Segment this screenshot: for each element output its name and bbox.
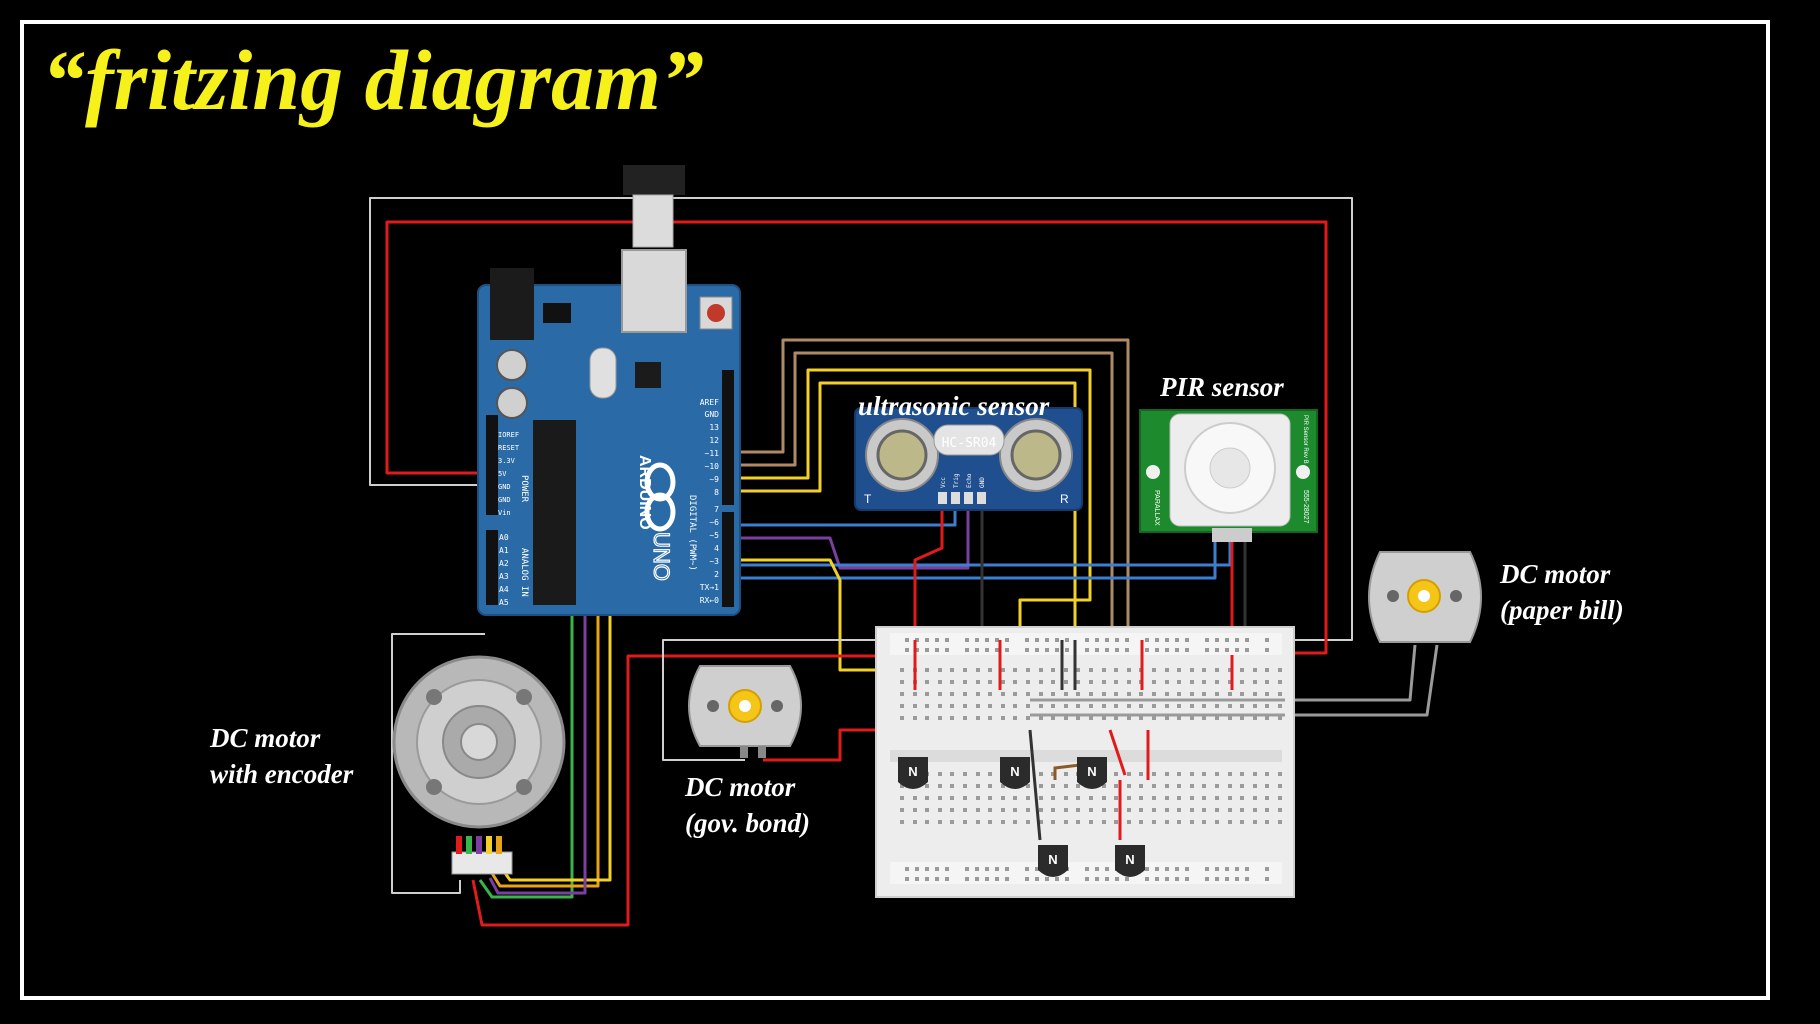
breadboard-jumpers — [913, 640, 1285, 841]
power-header-label: POWER — [519, 475, 529, 503]
analog-pin-label: A4 — [499, 585, 509, 594]
pir-side-left: PARALLAX — [1153, 490, 1160, 526]
digital-pin-label: ~9 — [709, 475, 719, 484]
breadboard-holes — [900, 638, 1282, 881]
wire-black-govmotor — [662, 639, 880, 761]
hcsr04-pin-label: Trig — [953, 473, 960, 488]
label-motor-gov-line1: DC motor — [685, 772, 796, 802]
hcsr04-r-mark: R — [1060, 492, 1069, 506]
label-motor-gov: DC motor (gov. bond) — [685, 769, 810, 841]
hcsr04-sensor: HC-SR04 T R Vcc Trig Echo GND — [854, 407, 1083, 511]
power-pin-label: 3.3V — [498, 457, 516, 465]
frame-border — [20, 20, 1770, 1000]
digital-pin-label: TX→1 — [700, 583, 719, 592]
analog-pin-label: A1 — [499, 546, 509, 555]
digital-pin-label: 8 — [714, 488, 719, 497]
diagram-title: “fritzing diagram” — [42, 32, 704, 128]
wire-outer-red — [385, 220, 1328, 655]
transistors: N N N N N — [898, 757, 1145, 877]
transistor-q1: N — [898, 757, 928, 789]
dc-motor-paper-bill — [1368, 551, 1482, 643]
arduino-brand: ARDUINO — [636, 455, 653, 530]
transistor-q4: N — [1038, 845, 1068, 877]
digital-pin-label: 7 — [714, 505, 719, 514]
wire-blue-2 — [730, 540, 1232, 567]
label-ultrasonic-sensor: ultrasonic sensor — [858, 391, 1050, 421]
digital-pin-label: AREF — [700, 398, 719, 407]
hcsr04-pin-label: Echo — [966, 473, 973, 488]
dc-motor-gov-bond — [688, 665, 802, 758]
digital-pin-label: ~11 — [705, 449, 720, 458]
wire-gray-paper-2 — [1285, 644, 1439, 717]
power-pin-label: Vin — [498, 509, 511, 517]
wire-blue-1 — [730, 505, 957, 527]
digital-pin-label: 4 — [714, 544, 719, 553]
power-pin-label: IOREF — [498, 431, 519, 439]
label-motor-encoder-line2: with encoder — [210, 759, 354, 789]
analog-pin-label: A0 — [499, 533, 509, 542]
wire-brown-1 — [730, 338, 1130, 810]
label-motor-gov-line2: (gov. bond) — [685, 808, 810, 838]
hcsr04-pin-label: Vcc — [940, 477, 947, 488]
digital-pin-label: 12 — [709, 436, 719, 445]
analog-header-label: ANALOG IN — [519, 548, 529, 597]
label-motor-encoder-line1: DC motor — [210, 723, 321, 753]
digital-pin-label: ~3 — [709, 557, 719, 566]
transistor-label: N — [1125, 852, 1134, 867]
wire-outer-black — [369, 197, 1353, 641]
power-pin-label: GND — [498, 483, 511, 491]
label-motor-paper-line2: (paper bill) — [1500, 595, 1624, 625]
label-pir-sensor: PIR sensor — [1160, 372, 1284, 402]
analog-pin-label: A5 — [499, 598, 509, 607]
arduino-model: UNO — [649, 532, 674, 581]
dc-motor-encoder — [392, 655, 566, 875]
wire-yellow-1 — [730, 368, 1092, 690]
hcsr04-t-mark: T — [864, 492, 872, 506]
label-motor-encoder: DC motor with encoder — [210, 720, 353, 792]
arduino-uno: IOREF RESET 3.3V 5V GND GND Vin A0 A1 A2… — [477, 165, 741, 616]
transistor-label: N — [1048, 852, 1057, 867]
transistor-label: N — [908, 764, 917, 779]
transistor-q5: N — [1115, 845, 1145, 877]
digital-pin-label: RX←0 — [700, 596, 719, 605]
hcsr04-pin-label: GND — [979, 477, 986, 488]
wire-red-hcsr — [913, 505, 944, 650]
digital-pin-label: ~5 — [709, 531, 719, 540]
digital-pin-label: 13 — [709, 423, 719, 432]
transistor-q2: N — [1000, 757, 1030, 789]
power-pin-label: RESET — [498, 444, 520, 452]
pir-sensor: PARALLAX PIR Sensor Rev B 555-28027 — [1139, 409, 1318, 542]
pir-side-right2: 555-28027 — [1302, 490, 1309, 524]
transistor-label: N — [1087, 764, 1096, 779]
wire-gray-paper-1 — [1285, 644, 1417, 702]
digital-header-label: DIGITAL (PWM~) — [687, 495, 697, 571]
wire-brown-2 — [730, 351, 1114, 810]
digital-pin-label: 2 — [714, 570, 719, 579]
transistor-q3: N — [1077, 757, 1107, 789]
arduino-logo: ARDUINO UNO — [636, 455, 676, 581]
arduino-analog-pins: A0 A1 A2 A3 A4 A5 — [499, 533, 509, 607]
digital-pin-label: ~6 — [709, 518, 719, 527]
power-pin-label: GND — [498, 496, 511, 504]
wire-purple-1 — [730, 505, 970, 570]
hcsr04-model: HC-SR04 — [942, 436, 997, 451]
arduino-digital-pins: AREF GND 13 12 ~11 ~10 ~9 8 7 ~6 ~5 4 ~3… — [700, 398, 719, 605]
label-motor-paper: DC motor (paper bill) — [1500, 556, 1624, 628]
wire-black-encoder — [391, 633, 485, 894]
transistor-label: N — [1010, 764, 1019, 779]
wire-red-encoder — [471, 654, 882, 927]
arduino-power-pins: IOREF RESET 3.3V 5V GND GND Vin — [498, 431, 520, 517]
label-motor-paper-line1: DC motor — [1500, 559, 1611, 589]
power-pin-label: 5V — [498, 470, 507, 478]
pir-side-right1: PIR Sensor Rev B — [1302, 415, 1308, 464]
wire-red-govmotor — [763, 728, 890, 762]
analog-pin-label: A2 — [499, 559, 509, 568]
digital-pin-label: GND — [705, 410, 720, 419]
wire-blue-3 — [730, 540, 1217, 580]
digital-pin-label: ~10 — [705, 462, 720, 471]
analog-pin-label: A3 — [499, 572, 509, 581]
